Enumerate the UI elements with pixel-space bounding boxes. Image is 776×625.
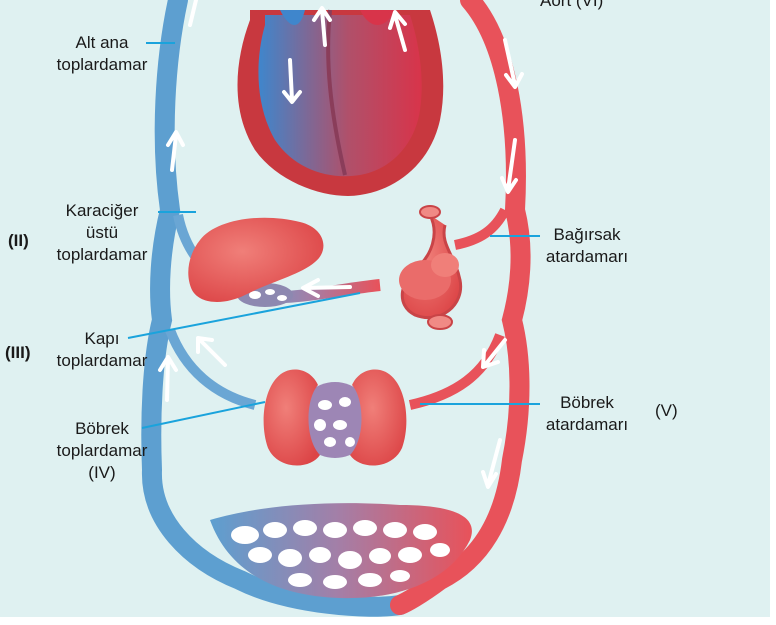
label-kapi-line1: Kapı xyxy=(32,328,172,350)
intestine-organ xyxy=(399,206,461,329)
label-karaciger-line3: toplardamar xyxy=(32,244,172,266)
label-bobrek-toplardamar: Böbrek toplardamar (IV) xyxy=(32,418,172,484)
label-bobrek-atardamari: Böbrek atardamarı xyxy=(532,392,642,436)
label-alt-ana-line1: Alt ana xyxy=(32,32,172,54)
label-bagirsak-atardamari: Bağırsak atardamarı xyxy=(532,224,642,268)
label-bagirsak-line1: Bağırsak xyxy=(532,224,642,246)
label-roman-ii: (II) xyxy=(8,230,29,252)
heart-organ xyxy=(238,10,444,196)
label-roman-iii: (III) xyxy=(5,342,31,364)
label-karaciger-ustu-toplardamar: Karaciğer üstü toplardamar xyxy=(32,200,172,266)
label-alt-ana-toplardamar: Alt ana toplardamar xyxy=(32,32,172,76)
label-aort: Aort (VI) xyxy=(540,0,603,12)
label-kapi-toplardamar: Kapı toplardamar xyxy=(32,328,172,372)
label-alt-ana-line2: toplardamar xyxy=(32,54,172,76)
label-bobrek-atar-line2: atardamarı xyxy=(532,414,642,436)
label-karaciger-line1: Karaciğer xyxy=(32,200,172,222)
label-bobrek-top-line3: (IV) xyxy=(32,462,172,484)
label-bagirsak-line2: atardamarı xyxy=(532,246,642,268)
arrow-vein-2 xyxy=(190,0,196,25)
arrow-aorta-4 xyxy=(483,440,500,487)
arrow-vein-4 xyxy=(198,338,225,365)
label-bobrek-top-line2: toplardamar xyxy=(32,440,172,462)
label-bobrek-top-line1: Böbrek xyxy=(32,418,172,440)
label-roman-v: (V) xyxy=(655,400,678,422)
intestinal-loop-artery xyxy=(455,210,505,245)
renal-loop-artery xyxy=(410,335,500,405)
label-bobrek-atar-line1: Böbrek xyxy=(532,392,642,414)
label-kapi-line2: toplardamar xyxy=(32,350,172,372)
label-karaciger-line2: üstü xyxy=(32,222,172,244)
